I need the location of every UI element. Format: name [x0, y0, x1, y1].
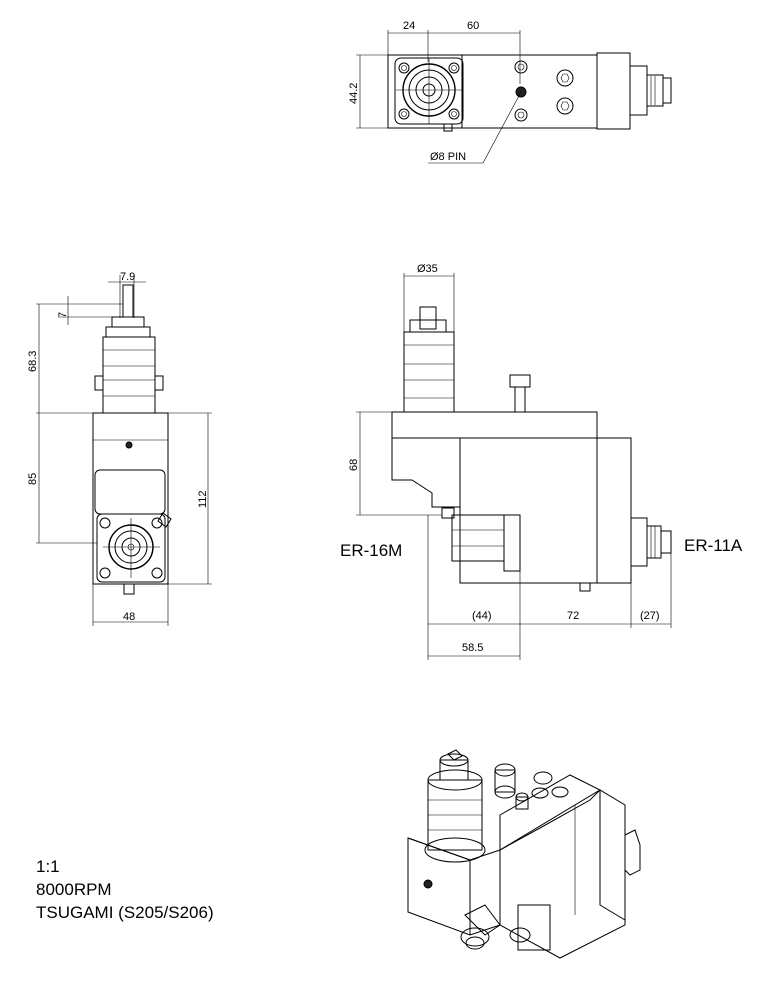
note-speed: 8000RPM [36, 880, 112, 899]
dim-48: 48 [123, 611, 135, 623]
dim-dia35: Ø35 [417, 263, 438, 275]
side-view: Ø35 68 (44) 72 (27) 58.5 ER-16M ER-11A [340, 263, 743, 660]
top-view: 24 60 44.2 Ø8 PIN [348, 20, 672, 164]
dim-44-2: 44.2 [348, 83, 360, 104]
dim-85: 85 [27, 473, 39, 485]
dim-60: 60 [467, 20, 479, 32]
dim-72: 72 [567, 610, 579, 622]
dim-112: 112 [197, 490, 209, 508]
drawing-notes: 1:1 8000RPM TSUGAMI (S205/S206) [36, 855, 214, 924]
note-scale: 1:1 [36, 857, 60, 876]
dim-27: (27) [640, 610, 660, 622]
dim-68: 68 [348, 459, 360, 471]
dim-24: 24 [403, 20, 415, 32]
dim-7-9: 7.9 [120, 271, 135, 283]
label-er-16m: ER-16M [340, 541, 402, 560]
isometric-view [407, 749, 641, 959]
dim-pin: Ø8 PIN [430, 151, 466, 163]
front-view: 7.9 7 68.3 85 112 48 [27, 271, 212, 626]
note-machine: TSUGAMI (S205/S206) [36, 903, 214, 922]
dim-44: (44) [472, 610, 492, 622]
dim-68-3: 68.3 [27, 351, 39, 372]
dim-7: 7 [57, 312, 69, 318]
label-er-11a: ER-11A [684, 536, 743, 555]
dim-58-5: 58.5 [462, 642, 483, 654]
